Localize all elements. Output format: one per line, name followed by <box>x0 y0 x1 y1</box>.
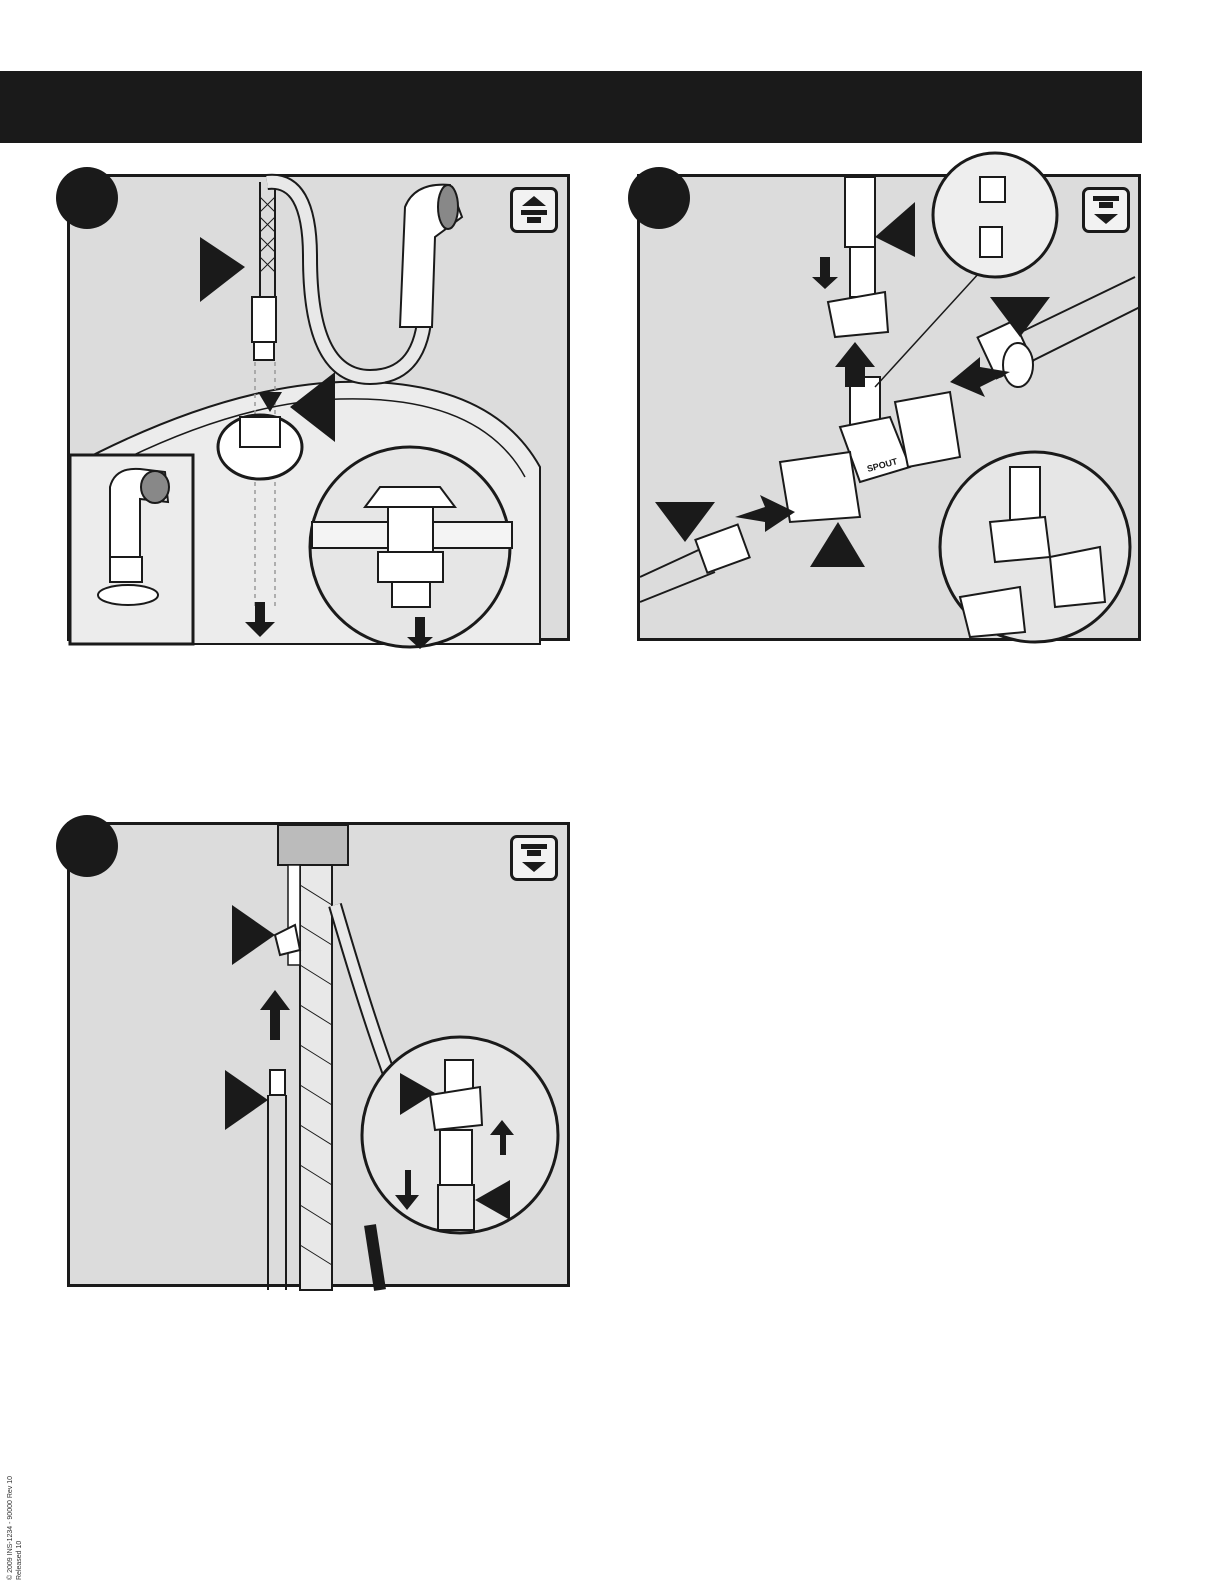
step-2-illustration: SPOUT <box>640 177 1144 644</box>
step-1-panel <box>67 174 570 641</box>
detail-circle-top <box>933 153 1057 277</box>
footer-line-1: © 2009 INS-1234 - 90000 Rev 10 <box>6 1450 15 1580</box>
step-2-panel: SPOUT <box>637 174 1141 641</box>
step-number-badge <box>56 815 118 877</box>
pointer-triangle <box>200 237 245 302</box>
faucet-up-icon <box>510 187 558 233</box>
step-3-panel <box>67 822 570 1287</box>
footer-line-2: Released 10 <box>15 1450 24 1580</box>
header-bar <box>0 71 1142 143</box>
faucet-down-icon <box>510 835 558 881</box>
faucet-down-icon <box>1082 187 1130 233</box>
step-number-badge <box>628 167 690 229</box>
step-1-illustration <box>70 177 573 644</box>
step-number-badge <box>56 167 118 229</box>
step-3-illustration <box>70 825 573 1290</box>
footer-code: © 2009 INS-1234 - 90000 Rev 10 Released … <box>6 1450 24 1580</box>
